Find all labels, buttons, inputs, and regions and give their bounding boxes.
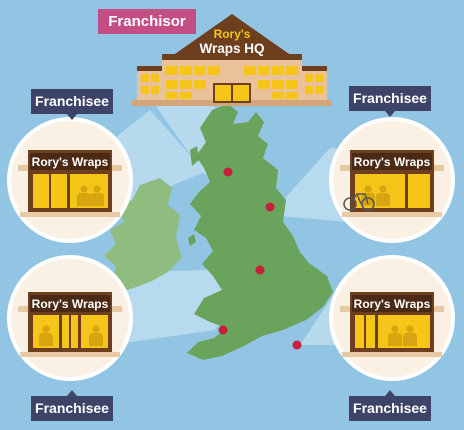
franchisee-label-bottom-right: Franchisee [349,396,431,421]
shop-sign: Rory's Wraps [354,297,431,311]
franchisee-shop-bottom-left: Rory's Wraps [7,255,133,381]
franchisee-shop-bottom-right: Rory's Wraps [329,255,455,381]
hebrides-island [190,146,199,166]
hq-sign-line2: Wraps HQ [199,41,264,56]
hq-sign-line1: Rory's [214,27,251,41]
franchisor-label: Franchisor [98,9,196,34]
great-britain-landmass [187,104,333,360]
location-markers [218,167,302,350]
label-pointer [385,111,395,117]
bicycle-icon [343,193,375,211]
location-dot-cardiff [218,325,228,335]
isle-of-man [188,234,196,246]
location-dot-midlands [255,265,265,275]
franchisee-shop-top-right: Rory's Wraps [329,117,455,243]
franchisee-shop-top-left: Rory's Wraps [7,117,133,243]
franchisee-label-bottom-left: Franchisee [31,396,113,421]
label-pointer [67,390,77,396]
label-pointer [67,114,77,120]
shop-sign: Rory's Wraps [354,155,431,169]
location-dot-london [292,340,302,350]
label-pointer [385,390,395,396]
hq-building: Rory's Wraps HQ [132,14,332,106]
franchisee-label-top-right: Franchisee [349,86,431,111]
franchisee-label-top-left: Franchisee [31,89,113,114]
shop-sign: Rory's Wraps [32,155,109,169]
shop-sign: Rory's Wraps [32,297,109,311]
location-dot-glasgow [223,167,233,177]
location-dot-newcastle [265,202,275,212]
